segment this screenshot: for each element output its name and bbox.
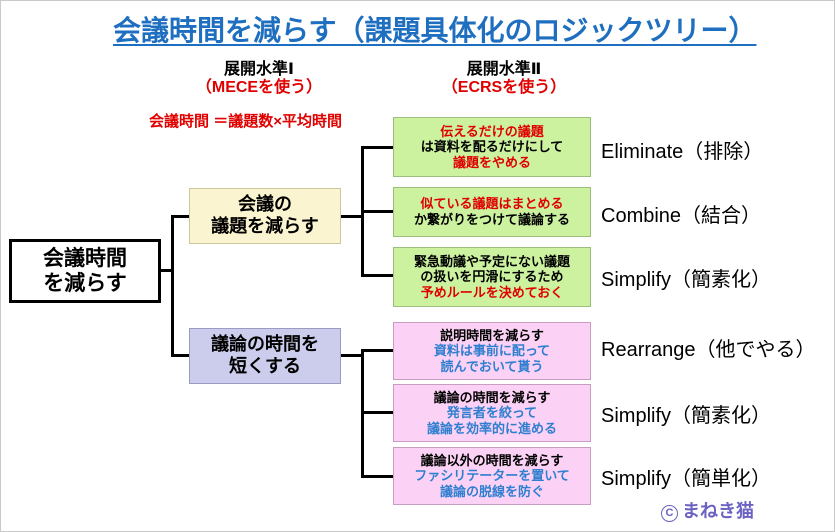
column-header-level-2-main: 展開水準Ⅱ xyxy=(466,61,542,78)
root-node-line-1: 会議時間 xyxy=(43,246,127,270)
level2-node-6-line-3: 議論の脱線を防ぐ xyxy=(439,483,544,499)
level1-node-1-line-2: 議題を減らす xyxy=(211,216,319,236)
ecrs-label-simplify-3: Simplify（簡単化） xyxy=(601,468,772,490)
level2-node-3-line-2: の扱いを円滑にするため xyxy=(420,269,564,285)
column-header-level-2: 展開水準Ⅱ （ECRSを使う） xyxy=(409,61,599,98)
level2-node-6-line-2: ファシリテーターを置いて xyxy=(414,468,570,484)
level1-node-1-line-1: 会議の xyxy=(238,194,292,215)
level2-node-5-line-1: 議論の時間を減らす xyxy=(433,389,551,405)
page-title: 会議時間を減らす（課題具体化のロジックツリー） xyxy=(113,15,757,46)
level2-node-4-line-1: 説明時間を減らす xyxy=(440,327,544,343)
column-header-level-2-sub: （ECRSを使う） xyxy=(441,79,567,97)
level2-node-4-line-3: 読んでおいて貰う xyxy=(440,358,544,374)
connector-l1-1-to-l2-3 xyxy=(361,274,395,277)
connector-l1-1-to-l2-1 xyxy=(361,146,395,149)
level2-node-simplify-discussion[interactable]: 議論の時間を減らす 発言者を絞って 議論を効率的に進める xyxy=(393,384,591,442)
column-header-level-1-main: 展開水準Ⅰ xyxy=(224,61,294,78)
connector-l1-1-stub xyxy=(341,215,363,218)
level2-node-5-line-2: 発言者を絞って xyxy=(446,405,538,421)
formula-line-2: ＝議題数×平均時間 xyxy=(213,113,342,130)
copyright-icon: C xyxy=(661,505,678,522)
formula-note: 会議時間 ＝議題数×平均時間 xyxy=(149,113,359,132)
formula-line-1: 会議時間 xyxy=(149,113,210,130)
level2-node-simplify-other[interactable]: 議論以外の時間を減らす ファシリテーターを置いて 議論の脱線を防ぐ xyxy=(393,447,591,505)
level2-node-eliminate[interactable]: 伝えるだけの議題 は資料を配るだけにして 議題をやめる xyxy=(393,117,591,177)
level2-node-4-line-2: 資料は事前に配って xyxy=(433,343,551,359)
level2-node-simplify-agenda[interactable]: 緊急動議や予定にない議題 の扱いを円滑にするため 予めルールを決めておく xyxy=(393,247,591,307)
column-header-level-1-sub: （MECEを使う） xyxy=(195,79,323,97)
connector-root-to-l1-1 xyxy=(171,215,191,218)
connector-l1-1-to-l2-2 xyxy=(361,210,395,213)
level2-node-6-line-1: 議論以外の時間を減らす xyxy=(420,452,564,468)
ecrs-label-simplify-1: Simplify（簡素化） xyxy=(601,269,772,291)
root-node-line-2: を減らす xyxy=(43,272,127,295)
connector-root-spine xyxy=(171,215,174,357)
level2-node-3-line-3: 予めルールを決めておく xyxy=(420,284,564,300)
root-node[interactable]: 会議時間 を減らす xyxy=(9,239,161,303)
level1-node-2-line-1: 議論の時間を xyxy=(211,334,319,355)
connector-l1-2-to-l2-4 xyxy=(361,349,395,352)
level1-node-shorten-discussion[interactable]: 議論の時間を 短くする xyxy=(189,328,341,384)
ecrs-label-rearrange: Rearrange（他でやる） xyxy=(601,339,816,361)
level2-node-rearrange[interactable]: 説明時間を減らす 資料は事前に配って 読んでおいて貰う xyxy=(393,322,591,380)
connector-l1-2-to-l2-6 xyxy=(361,475,395,478)
level2-node-2-line-1: 似ている議題はまとめる xyxy=(420,196,564,212)
ecrs-label-simplify-2: Simplify（簡素化） xyxy=(601,405,772,427)
level2-node-5-line-3: 議論を効率的に進める xyxy=(426,420,557,436)
connector-root-to-l1-2 xyxy=(171,354,191,357)
ecrs-label-eliminate: Eliminate（排除） xyxy=(601,141,764,163)
connector-root-stub xyxy=(161,269,173,272)
level1-node-2-line-2: 短くする xyxy=(229,356,301,376)
level2-node-3-line-1: 緊急動議や予定にない議題 xyxy=(413,253,570,269)
ecrs-label-combine: Combine（結合） xyxy=(601,205,762,227)
connector-l1-2-to-l2-5 xyxy=(361,411,395,414)
level1-node-reduce-agenda[interactable]: 会議の 議題を減らす xyxy=(189,188,341,244)
column-header-level-1: 展開水準Ⅰ （MECEを使う） xyxy=(179,61,339,98)
connector-l1-2-stub xyxy=(341,354,363,357)
level2-node-1-line-3: 議題をやめる xyxy=(452,154,531,170)
copyright-credit-text: まねき猫 xyxy=(682,501,754,521)
level2-node-1-line-1: 伝えるだけの議題 xyxy=(440,123,544,139)
level2-node-1-line-2: は資料を配るだけにして xyxy=(420,139,564,155)
level2-node-combine[interactable]: 似ている議題はまとめる か繋がりをつけて議論する xyxy=(393,187,591,237)
level2-node-2-line-2: か繋がりをつけて議論する xyxy=(413,212,570,227)
